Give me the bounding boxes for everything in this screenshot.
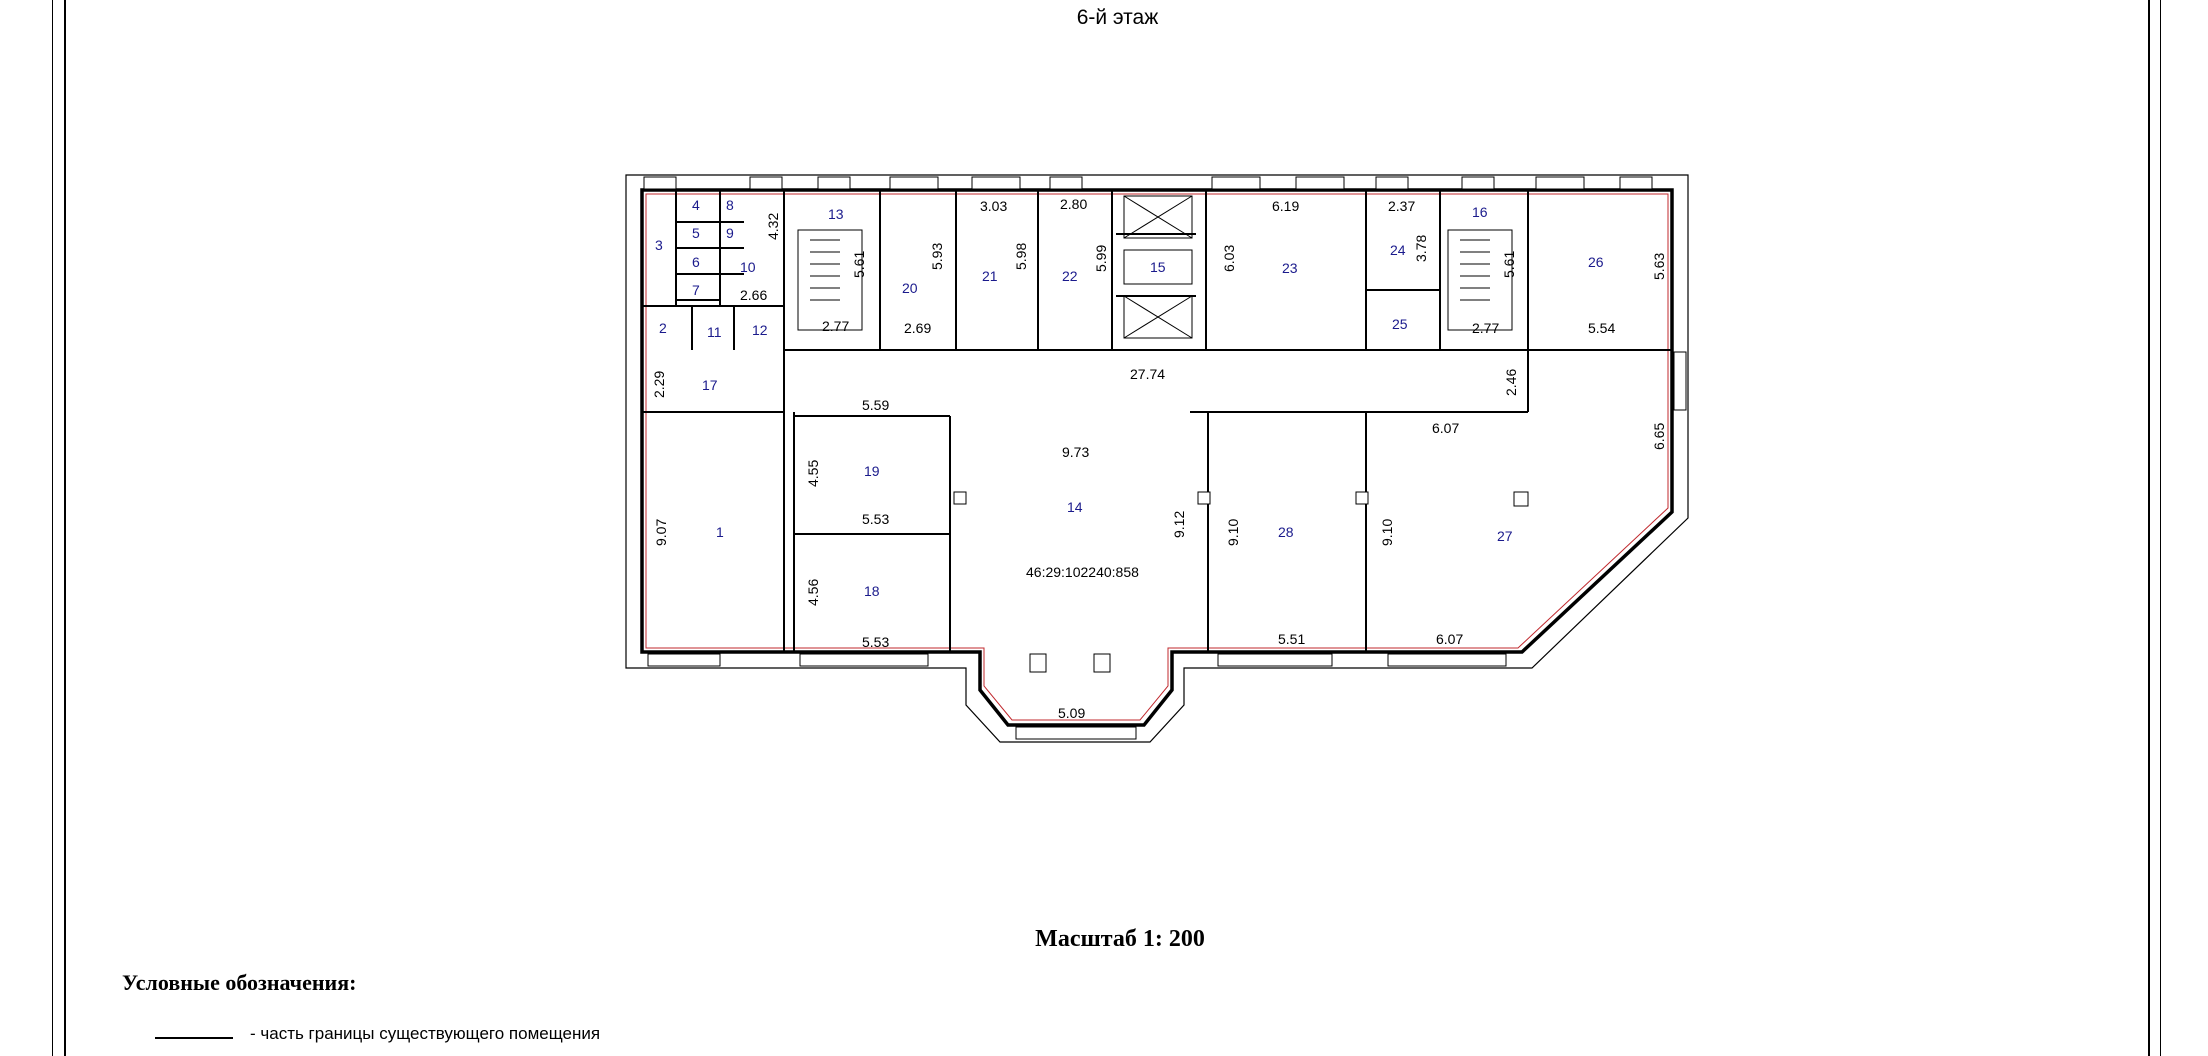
room-number: 22	[1062, 268, 1078, 284]
legend-line-sample	[155, 1037, 233, 1039]
room-number: 4	[692, 197, 700, 213]
room-number: 3	[655, 237, 663, 253]
dimension-label: 4.55	[805, 460, 821, 487]
dimension-label: 2.77	[1472, 320, 1499, 336]
cadastral-number: 46:29:102240:858	[1026, 564, 1139, 580]
room-number: 27	[1497, 528, 1513, 544]
legend-title: Условные обозначения:	[122, 970, 357, 995]
dimension-label: 6.65	[1651, 423, 1667, 450]
room-number: 28	[1278, 524, 1294, 540]
room-number: 21	[982, 268, 998, 284]
dimension-label: 3.03	[980, 198, 1007, 214]
dimension-label: 9.07	[653, 519, 669, 546]
room-number: 14	[1067, 499, 1083, 515]
dimension-label: 5.51	[1278, 631, 1305, 647]
dimension-label: 5.93	[929, 243, 945, 270]
room-number: 19	[864, 463, 880, 479]
room-number: 18	[864, 583, 880, 599]
room-number: 2	[659, 320, 667, 336]
dimension-label: 3.78	[1413, 235, 1429, 262]
dimension-label: 2.66	[740, 287, 767, 303]
columns	[953, 491, 1529, 673]
legend-item-text: - часть границы существующего помещения	[250, 1024, 601, 1043]
dimension-label: 9.73	[1062, 444, 1089, 460]
dimension-label: 9.10	[1379, 519, 1395, 546]
room-number: 7	[692, 282, 700, 298]
dimension-label: 5.99	[1093, 245, 1109, 272]
dimension-label: 5.61	[1501, 251, 1517, 278]
scale-label: Масштаб 1: 200	[1035, 926, 1205, 952]
frame-border-left-inner	[64, 0, 66, 1056]
room-number: 16	[1472, 204, 1488, 220]
room-number: 13	[828, 206, 844, 222]
room-numbers: 1 2 3 4 5 6 7 8 9 10 11 12 13 14 15 16 1…	[655, 197, 1604, 599]
room-number: 1	[716, 524, 724, 540]
dimension-label: 2.37	[1388, 198, 1415, 214]
room-number: 17	[702, 377, 718, 393]
dimension-label: 5.98	[1013, 243, 1029, 270]
frame-border-right	[2148, 0, 2150, 1056]
dimension-label: 27.74	[1130, 366, 1165, 382]
dimension-label: 4.56	[805, 579, 821, 606]
windows	[643, 176, 1687, 740]
frame-border-right-outer	[2160, 0, 2161, 1056]
room-number: 15	[1150, 259, 1166, 275]
dimension-label: 6.03	[1221, 245, 1237, 272]
room-boundary-red	[645, 193, 1669, 721]
stairs	[797, 229, 1513, 331]
dimension-label: 5.53	[862, 511, 889, 527]
dimension-label: 5.63	[1651, 253, 1667, 280]
dimension-label: 5.61	[851, 251, 867, 278]
room-number: 25	[1392, 316, 1408, 332]
dimension-label: 5.59	[862, 397, 889, 413]
outer-envelope	[625, 174, 1689, 743]
dimension-label: 2.46	[1503, 369, 1519, 396]
room-number: 9	[726, 225, 734, 241]
room-number: 11	[707, 324, 722, 340]
dimension-label: 2.29	[651, 371, 667, 398]
partitions	[642, 190, 1672, 652]
dimension-label: 5.54	[1588, 320, 1615, 336]
dimension-label: 2.77	[822, 318, 849, 334]
room-number: 20	[902, 280, 918, 296]
room-number: 8	[726, 197, 734, 213]
room-number: 5	[692, 225, 700, 241]
room-number: 26	[1588, 254, 1604, 270]
inner-walls	[640, 188, 1674, 727]
dimension-label: 5.09	[1058, 705, 1085, 721]
dimension-label: 5.53	[862, 634, 889, 650]
room-number: 10	[740, 259, 756, 275]
dimension-label: 2.80	[1060, 196, 1087, 212]
elevator-shafts	[1123, 195, 1193, 339]
dimension-label: 6.19	[1272, 198, 1299, 214]
room-number: 24	[1390, 242, 1406, 258]
floor-title: 6-й этаж	[1076, 6, 1159, 29]
frame-border-left	[52, 0, 53, 1056]
dimension-label: 6.07	[1432, 420, 1459, 436]
dimension-label: 9.10	[1225, 519, 1241, 546]
room-number: 23	[1282, 260, 1298, 276]
dimension-label: 2.69	[904, 320, 931, 336]
dimensions: 4.32 2.66 5.61 2.77 5.93 2.69 3.03 5.98 …	[651, 196, 1667, 721]
dimension-label: 9.12	[1171, 511, 1187, 538]
dimension-label: 6.07	[1436, 631, 1463, 647]
room-number: 12	[752, 322, 768, 338]
dimension-label: 4.32	[765, 213, 781, 240]
room-number: 6	[692, 254, 700, 270]
